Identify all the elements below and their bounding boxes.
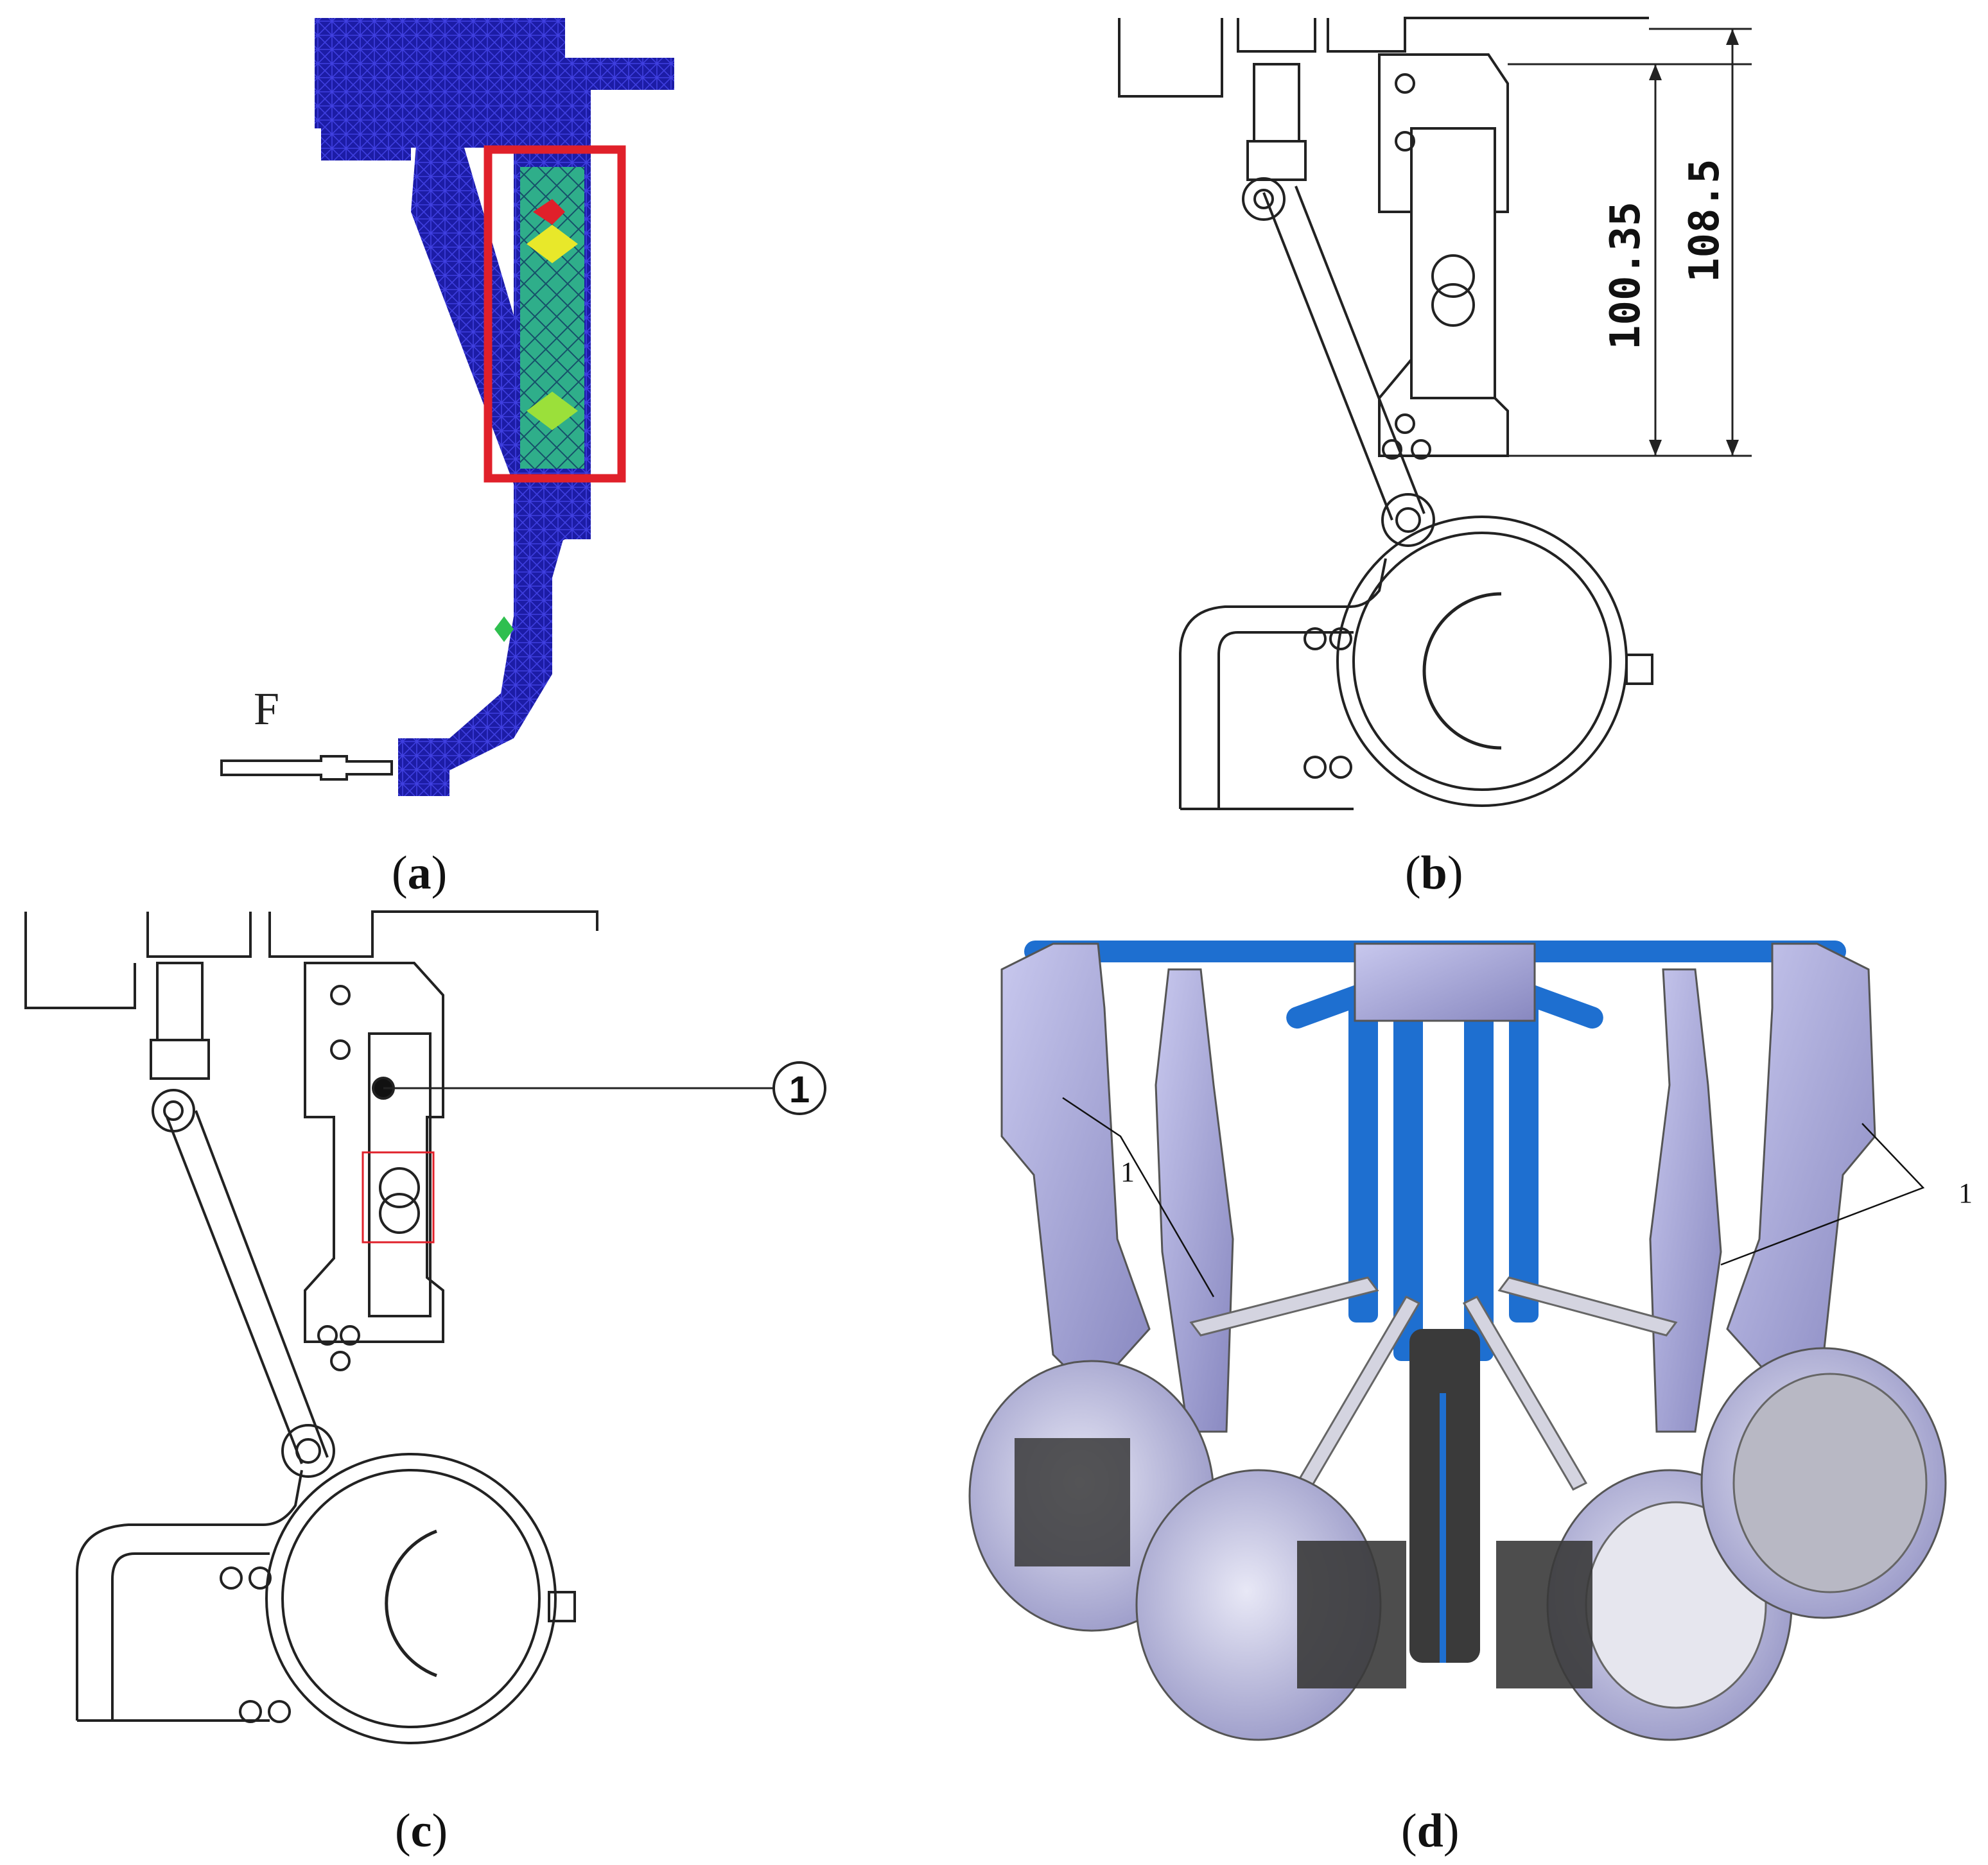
panel-d-cad-render: 1 1 (d) [899,905,1988,1865]
bracket-right-outer [1726,942,1876,1395]
caption-d: (d) [1401,1805,1460,1857]
caption-a-letter: a [407,847,432,899]
fem-mesh-figure: F [220,18,674,796]
caption-d-letter: d [1417,1805,1443,1857]
wheel-module-left-front [1135,1469,1406,1741]
caption-c-letter: c [410,1805,432,1857]
bracket-plate [304,962,444,1343]
callout-drawing-figure: 1 [24,910,826,1744]
mesh-top-block [315,18,674,160]
wheel-module-right-back [1700,1347,1947,1619]
caption-b: (b) [1405,847,1463,899]
panel-c-callout-drawing: 1 (c) [0,905,994,1865]
blue-rods [1024,941,1846,1361]
wheel-ring [1336,516,1628,807]
base-top [1118,17,1649,98]
callout-leaders [1062,1097,1925,1297]
wheel-ring [265,1453,557,1744]
caption-c: (c) [395,1805,448,1857]
link-arm [166,1110,329,1464]
base-top [24,910,598,1009]
mesh-lower-leg [398,526,565,796]
central-hub [1354,942,1536,1022]
caption-a: (a) [392,847,448,899]
bracket-left-outer [1000,942,1151,1395]
cad-render-figure: 1 1 [968,941,1973,1741]
grey-links [1189,1276,1678,1491]
callout-bubble [772,1061,826,1115]
bracket-right-inner [1649,968,1722,1433]
link-arm [1262,186,1426,521]
panel-b-dimension-drawing: 100.35 108.5 (b) [994,0,1988,899]
bracket-plate [1378,53,1509,457]
highlight-notch [362,1151,435,1244]
callout-label: 1 [789,1069,810,1111]
highlight-box [484,145,626,483]
foot-housing [76,1470,303,1722]
dimension-drawing-figure: 100.35 108.5 [1118,17,1752,810]
dimension-outer-label: 108.5 [1681,159,1729,282]
callout-left-label: 1 [1120,1156,1135,1188]
dimension-lines [1508,28,1752,457]
callout-right-label: 1 [1958,1177,1973,1209]
dimension-inner-label: 100.35 [1602,202,1650,350]
panel-a-fem-mesh: F (a) [0,0,994,899]
caption-b-letter: b [1420,847,1447,899]
bracket-left-inner [1155,968,1234,1433]
force-label: F [254,683,279,734]
force-arrow [220,755,393,781]
